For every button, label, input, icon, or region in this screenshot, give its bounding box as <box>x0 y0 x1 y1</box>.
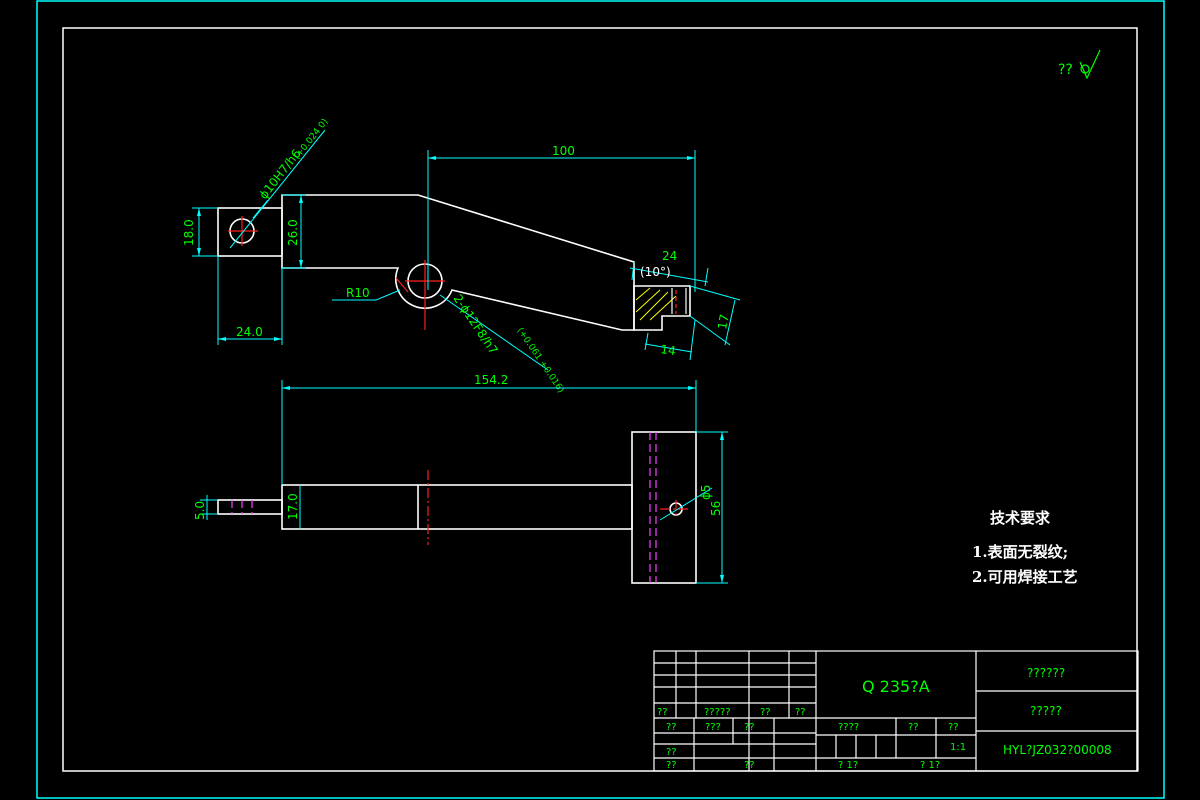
title-block <box>653 650 1139 772</box>
dim-17: 17 <box>715 313 731 330</box>
small-tab <box>217 207 283 257</box>
centerlines-top <box>427 470 688 545</box>
end-block <box>631 431 697 584</box>
pin <box>217 499 283 515</box>
dims-top <box>200 380 728 584</box>
roughness-check-icon <box>1079 49 1101 80</box>
tech-title: 技术要求 <box>990 509 1051 527</box>
arm-body <box>281 484 633 530</box>
clamp-hole-lines <box>671 288 687 314</box>
tb-cell-8: ?? <box>666 747 677 758</box>
dim-phi5: ϕ5 <box>699 484 713 500</box>
tb-cell-12: ?? <box>908 722 919 733</box>
dim-56: 56 <box>709 501 723 516</box>
tb-cell-13: ?? <box>948 722 959 733</box>
tb-scale: 1:1 <box>950 742 966 753</box>
title-block-text: Q 235?A ?????? ????? HYL?JZ032?00008 ?? … <box>657 666 1112 771</box>
centerlines-front <box>228 216 677 330</box>
tb-cell-4: ?? <box>795 707 806 718</box>
dims-top-text: 154.2 5.0 17.0 ϕ5 56 <box>193 373 723 520</box>
dim-14: 14 <box>660 342 677 358</box>
dim-arrows-front <box>197 156 695 341</box>
hole-top-tol: (+0.024 0) <box>292 117 330 162</box>
tech-item-2: 2.可用焊接工艺 <box>972 568 1078 586</box>
dim-24b: 24 <box>662 249 677 263</box>
hole-mid-tol: (+0.061 +0.016) <box>515 326 566 395</box>
front-view <box>217 194 691 331</box>
hole-mid-label: 2-ϕ12F8/h7 <box>451 292 501 357</box>
tb-cell-14: ? 1? <box>838 760 858 771</box>
inner-border <box>62 27 1138 772</box>
tb-cell-11: ???? <box>838 722 859 733</box>
tb-material: Q 235?A <box>862 677 930 696</box>
tech-item-1: 1.表面无裂纹; <box>972 543 1068 561</box>
dims-front <box>192 129 741 371</box>
tb-cell-2: ????? <box>704 707 731 718</box>
tech-requirements: 技术要求 1.表面无裂纹; 2.可用焊接工艺 <box>972 509 1078 586</box>
dim-5: 5.0 <box>193 501 207 520</box>
roughness-text: ?? <box>1058 62 1073 78</box>
tb-cell-10: ?? <box>744 760 755 771</box>
dim-26: 26.0 <box>286 219 300 246</box>
tb-cell-1: ?? <box>657 707 668 718</box>
tb-cell-15: ? 1? <box>920 760 940 771</box>
clamp-block <box>633 285 691 331</box>
top-view <box>217 431 697 584</box>
roughness-symbol: ?? <box>1058 49 1101 80</box>
tb-cell-3: ?? <box>760 707 771 718</box>
dim-r10: R10 <box>346 286 370 300</box>
outer-border <box>36 0 1165 799</box>
tb-drawing-no: HYL?JZ032?00008 <box>1003 743 1112 757</box>
tb-cell-6: ??? <box>705 722 721 733</box>
tb-cell-5: ?? <box>666 722 677 733</box>
tb-cell-9: ?? <box>666 760 677 771</box>
dim-24a: 24.0 <box>236 325 263 339</box>
hidden-lines-top <box>231 432 657 583</box>
dim-arrows-top <box>282 386 724 583</box>
dim-100: 100 <box>552 144 575 158</box>
tb-name-1: ?????? <box>1027 666 1065 680</box>
dim-18: 18.0 <box>182 219 196 246</box>
dim-17b: 17.0 <box>286 493 300 520</box>
tb-cell-7: ?? <box>744 722 755 733</box>
dim-10deg: (10°) <box>640 265 671 279</box>
tb-name-2: ????? <box>1030 704 1062 718</box>
dim-154: 154.2 <box>474 373 508 387</box>
arm-outline <box>281 194 635 331</box>
